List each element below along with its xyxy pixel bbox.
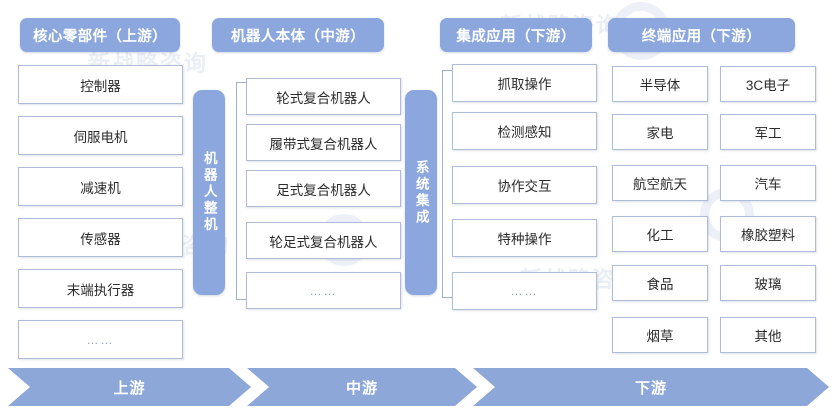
header-terminal: 终端应用（下游） <box>608 18 795 52</box>
bracket-integration <box>442 70 452 298</box>
integration-item-2[interactable]: 协作交互 <box>452 166 597 204</box>
vertical-label-text: 机器人整机 <box>201 151 217 234</box>
terminal-col1-item-1[interactable]: 家电 <box>612 114 708 150</box>
vertical-label-robot-whole: 机器人整机 <box>193 90 225 295</box>
terminal-col2-item-0[interactable]: 3C电子 <box>720 66 816 102</box>
flow-stage-downstream: 下游 <box>473 368 829 406</box>
terminal-col2-item-3[interactable]: 橡胶塑料 <box>720 216 816 252</box>
terminal-col2-item-5[interactable]: 其他 <box>720 317 816 353</box>
vertical-label-text: 系统集成 <box>413 159 429 226</box>
flow-stage-upstream: 上游 <box>8 368 251 406</box>
midstream-item-2[interactable]: 足式复合机器人 <box>246 170 401 207</box>
terminal-col1-item-3[interactable]: 化工 <box>612 216 708 252</box>
midstream-item-4[interactable]: …… <box>246 272 401 309</box>
upstream-item-0[interactable]: 控制器 <box>18 65 183 104</box>
midstream-item-3[interactable]: 轮足式复合机器人 <box>246 222 401 259</box>
terminal-col1-item-0[interactable]: 半导体 <box>612 66 708 102</box>
upstream-item-3[interactable]: 传感器 <box>18 218 183 257</box>
integration-item-1[interactable]: 检测感知 <box>452 112 597 150</box>
upstream-item-5[interactable]: …… <box>18 320 183 359</box>
terminal-col1-item-2[interactable]: 航空航天 <box>612 165 708 201</box>
terminal-col2-item-2[interactable]: 汽车 <box>720 165 816 201</box>
vertical-label-system-integration: 系统集成 <box>405 90 437 295</box>
header-upstream: 核心零部件（上游） <box>20 18 180 52</box>
header-integration: 集成应用（下游） <box>440 18 592 52</box>
integration-item-3[interactable]: 特种操作 <box>452 219 597 257</box>
integration-item-0[interactable]: 抓取操作 <box>452 64 597 102</box>
upstream-item-4[interactable]: 末端执行器 <box>18 269 183 308</box>
upstream-item-1[interactable]: 伺服电机 <box>18 116 183 155</box>
terminal-col2-item-1[interactable]: 军工 <box>720 114 816 150</box>
terminal-col1-item-4[interactable]: 食品 <box>612 265 708 301</box>
midstream-item-1[interactable]: 履带式复合机器人 <box>246 124 401 161</box>
integration-item-4[interactable]: …… <box>452 272 597 310</box>
header-midstream: 机器人本体（中游） <box>212 18 384 52</box>
terminal-col1-item-5[interactable]: 烟草 <box>612 317 708 353</box>
terminal-col2-item-4[interactable]: 玻璃 <box>720 265 816 301</box>
midstream-item-0[interactable]: 轮式复合机器人 <box>246 78 401 115</box>
bracket-midstream <box>236 82 246 300</box>
upstream-item-2[interactable]: 减速机 <box>18 167 183 206</box>
flow-stage-midstream: 中游 <box>247 368 477 406</box>
